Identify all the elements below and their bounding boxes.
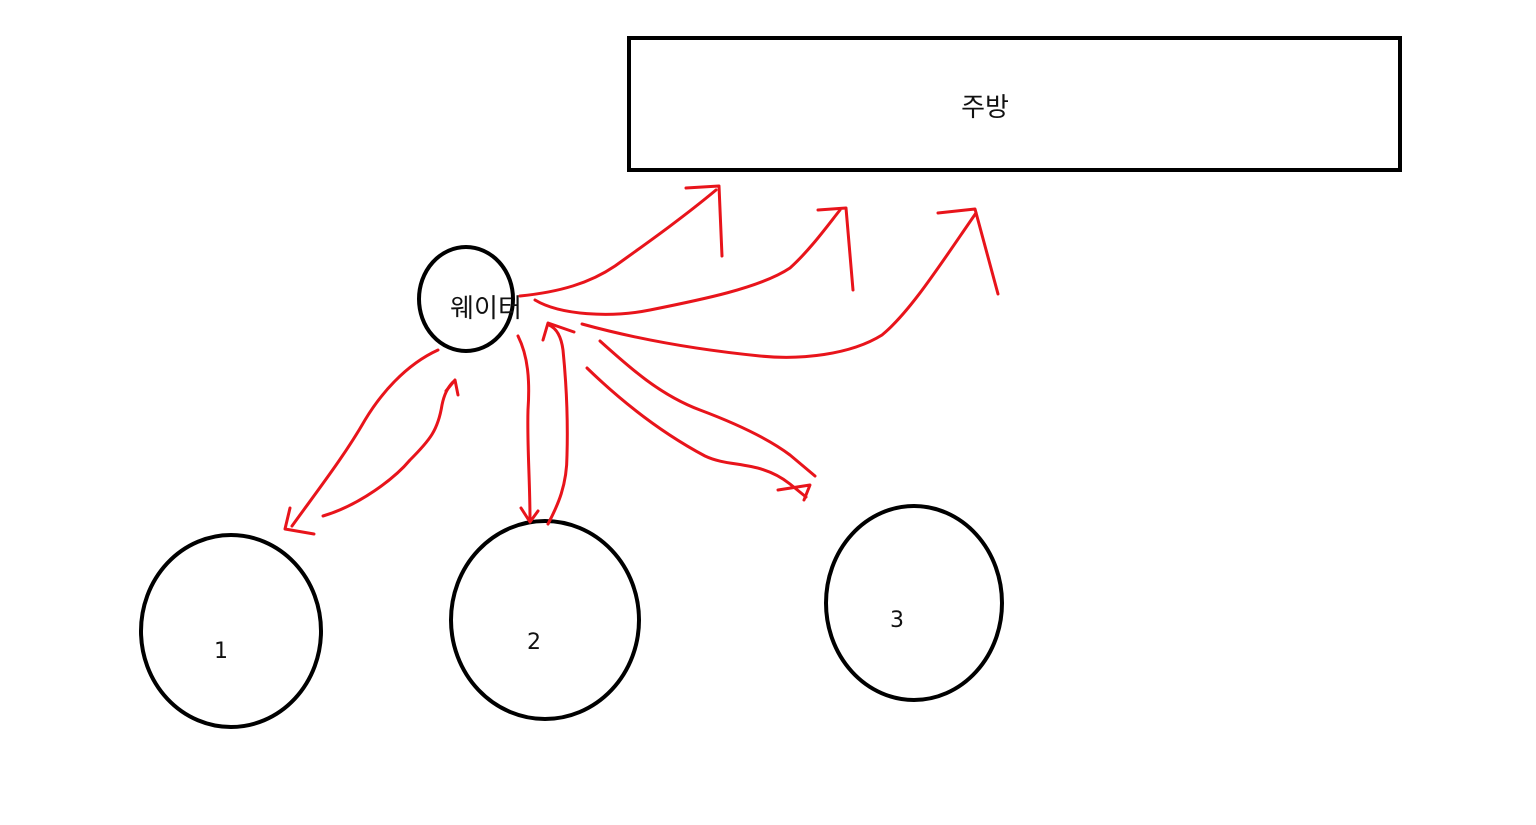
table-2-node: 2 bbox=[449, 519, 641, 721]
arrow-waiter-to-kitchen-1 bbox=[518, 188, 718, 298]
arrowhead-kitchen-2 bbox=[816, 206, 855, 292]
table-2-label: 2 bbox=[527, 630, 541, 655]
arrow-waiter-to-kitchen-3 bbox=[580, 211, 978, 359]
kitchen-node: 주방 bbox=[627, 36, 1402, 172]
arrowhead-waiter-to-table-2 bbox=[519, 506, 540, 524]
arrowhead-table-3 bbox=[776, 483, 812, 502]
table-3-node: 3 bbox=[824, 504, 1004, 702]
table-2-circle bbox=[449, 519, 641, 721]
arrowhead-table-1-to-waiter bbox=[444, 378, 460, 397]
arrowhead-table-2-to-waiter bbox=[541, 321, 576, 342]
arrows-group bbox=[283, 184, 1000, 536]
arrowhead-kitchen-1 bbox=[684, 184, 724, 258]
arrow-waiter-to-table-1 bbox=[290, 348, 440, 528]
arrow-waiter-to-table-2 bbox=[516, 334, 532, 522]
waiter-node: 웨이터 bbox=[417, 245, 522, 353]
kitchen-label: 주방 bbox=[961, 93, 1009, 123]
arrow-table-1-to-waiter bbox=[321, 380, 455, 518]
arrow-table-2-to-waiter bbox=[546, 323, 569, 526]
kitchen-box bbox=[627, 36, 1402, 172]
table-1-node: 1 bbox=[139, 533, 323, 729]
table-1-label: 1 bbox=[214, 639, 228, 664]
arrow-waiter-to-kitchen-2 bbox=[533, 208, 842, 316]
table-1-circle bbox=[139, 533, 323, 729]
arrowhead-waiter-to-table-1 bbox=[283, 506, 316, 536]
waiter-circle bbox=[417, 245, 515, 353]
table-3-circle bbox=[824, 504, 1004, 702]
table-3-label: 3 bbox=[890, 608, 904, 633]
waiter-label: 웨이터 bbox=[450, 294, 522, 324]
arrow-waiter-to-table-3 bbox=[598, 339, 817, 478]
arrowhead-kitchen-3 bbox=[936, 207, 1000, 296]
arrow-table-3-to-waiter bbox=[585, 366, 808, 499]
